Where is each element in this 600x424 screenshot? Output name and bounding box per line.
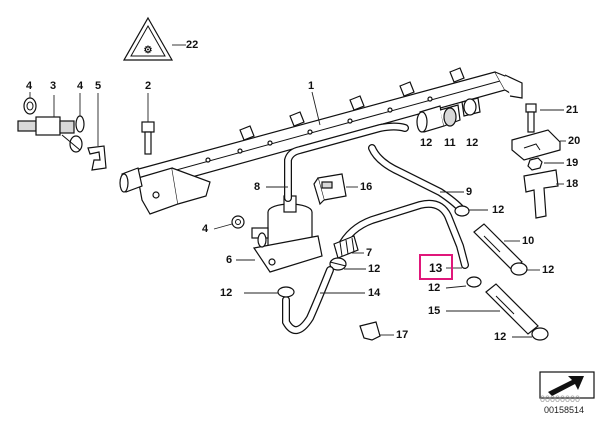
pressure-regulator [251,195,323,273]
label-12-c: 12 [492,204,505,216]
label-17: 17 [396,329,409,341]
label-22: 22 [186,39,199,51]
mount-18 [523,169,559,219]
label-12-d: 12 [368,263,381,275]
warning-triangle-icon: ⚙ [122,16,174,61]
bolt-21 [525,103,537,133]
label-21: 21 [566,104,579,116]
label-12-f: 12 [428,282,441,294]
label-12-h: 12 [494,331,507,343]
label-5: 5 [95,80,102,92]
return-fittings [416,97,481,133]
label-11: 11 [444,137,456,149]
label-9: 9 [466,186,473,198]
label-2: 2 [145,80,152,92]
label-18: 18 [566,178,579,190]
o-ring-icon [23,97,37,115]
label-14: 14 [368,287,381,299]
label-13: 13 [429,261,443,275]
sensor-block-16 [313,173,347,206]
label-4-top: 4 [26,80,33,92]
highlight-part-13[interactable]: 13 [419,254,453,280]
bracket-20 [511,129,561,161]
label-10: 10 [522,235,535,247]
connector-7 [333,235,359,259]
label-4-low: 4 [202,223,209,235]
label-16: 16 [360,181,373,193]
label-19: 19 [566,157,579,169]
bolt [141,121,155,155]
label-1: 1 [308,80,315,92]
svg-text:⚙: ⚙ [144,45,153,56]
direction-arrow-icon [539,371,595,399]
label-6: 6 [226,254,233,266]
label-3: 3 [50,80,57,92]
diagram-code: 00158514 [544,405,585,415]
hose-segment-15 [485,283,539,335]
fuel-injector [17,116,83,153]
label-12-a: 12 [420,137,433,149]
label-12-g: 12 [220,287,233,299]
diagram-code-faint: 00000000 [540,394,581,404]
nut-19 [527,157,543,171]
plug-17 [359,321,381,341]
label-7: 7 [366,247,373,259]
clip-part [87,145,107,171]
label-8: 8 [254,181,261,193]
label-12-b: 12 [466,137,479,149]
label-15: 15 [428,305,441,317]
label-12-e: 12 [542,264,555,276]
label-4-mid: 4 [77,80,84,92]
hose-segment-10 [473,223,523,271]
label-20: 20 [568,135,581,147]
fuel-rail [119,67,523,215]
